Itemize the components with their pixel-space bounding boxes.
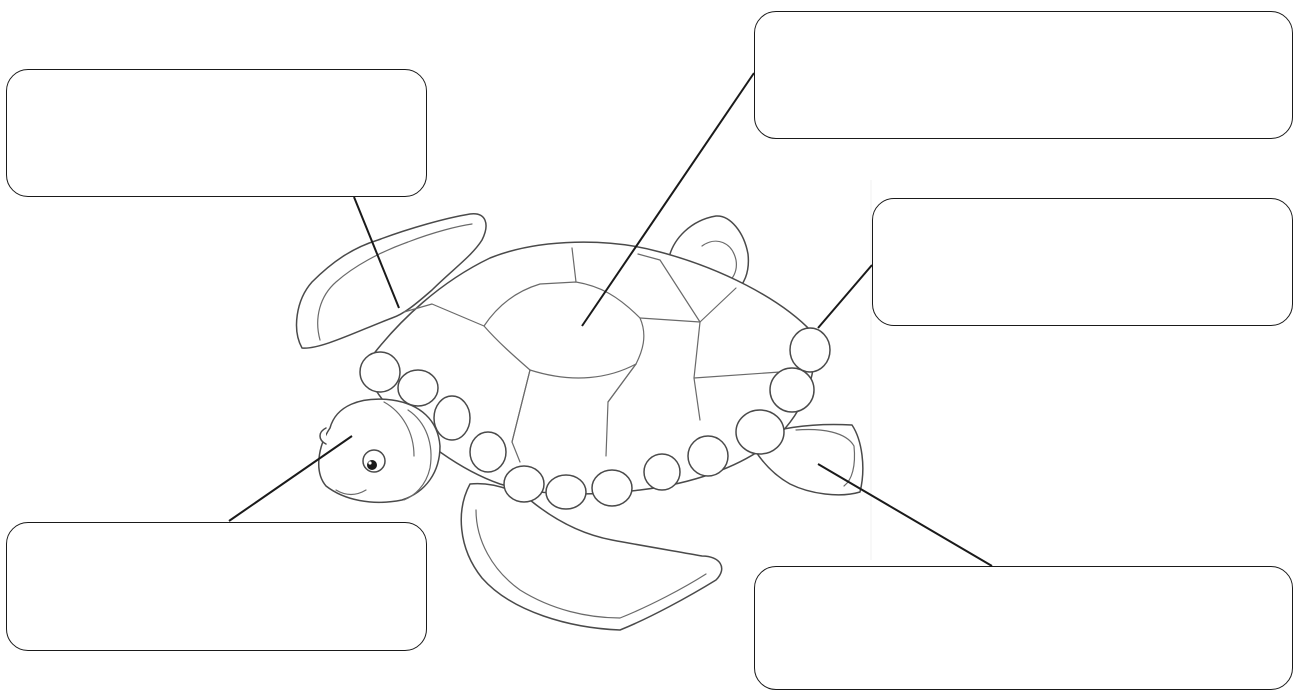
label-box-mid-right[interactable] (872, 198, 1293, 326)
leader-line-bottom-right (818, 464, 992, 566)
leader-line-mid-right (818, 265, 872, 328)
front-flipper-lower (461, 484, 721, 630)
label-box-bottom-right[interactable] (754, 566, 1293, 690)
label-box-bottom-left[interactable] (6, 522, 427, 651)
label-box-top-right[interactable] (754, 11, 1293, 139)
label-box-top-left[interactable] (6, 69, 427, 197)
